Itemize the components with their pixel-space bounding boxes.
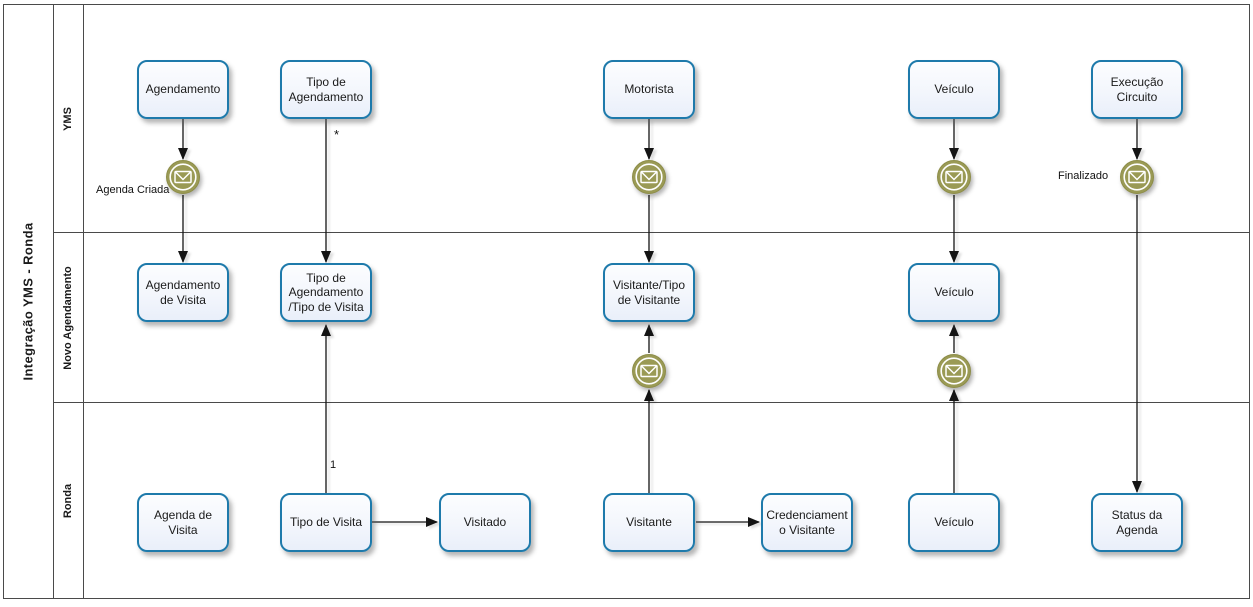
task-veiculo-novo-agendamento[interactable]: Veículo bbox=[908, 263, 1000, 322]
event-label-finalizado: Finalizado bbox=[1058, 170, 1109, 182]
lane-yms: YMS bbox=[53, 5, 1249, 233]
lane-label-cell-yms: YMS bbox=[53, 5, 84, 232]
message-event-icon-agenda-criada[interactable] bbox=[165, 159, 201, 195]
task-execucao-circuito[interactable]: Execução Circuito bbox=[1091, 60, 1183, 119]
pool-title-cell: Integração YMS - Ronda bbox=[4, 5, 54, 598]
task-veiculo-yms[interactable]: Veículo bbox=[908, 60, 1000, 119]
task-visitado[interactable]: Visitado bbox=[439, 493, 531, 552]
message-event-icon-veiculo-ronda[interactable] bbox=[936, 353, 972, 389]
multiplicity-label-one: 1 bbox=[330, 459, 337, 471]
event-label-agenda-criada: Agenda Criada bbox=[96, 184, 170, 196]
lane-label-novo-agendamento: Novo Agendamento bbox=[62, 265, 74, 370]
task-tipo-agendamento-tipo-visita[interactable]: Tipo de Agendamento /Tipo de Visita bbox=[280, 263, 372, 322]
message-event-icon-finalizado[interactable] bbox=[1119, 159, 1155, 195]
lane-label-cell-novo-agendamento: Novo Agendamento bbox=[53, 233, 84, 402]
lane-label-cell-ronda: Ronda bbox=[53, 403, 84, 598]
task-agenda-de-visita[interactable]: Agenda de Visita bbox=[137, 493, 229, 552]
pool-title: Integração YMS - Ronda bbox=[21, 222, 36, 381]
task-visitante-tipo-visitante[interactable]: Visitante/Tipo de Visitante bbox=[603, 263, 695, 322]
message-event-icon-motorista[interactable] bbox=[631, 159, 667, 195]
message-event-icon-veiculo-yms[interactable] bbox=[936, 159, 972, 195]
task-agendamento-de-visita[interactable]: Agendamento de Visita bbox=[137, 263, 229, 322]
task-tipo-de-visita[interactable]: Tipo de Visita bbox=[280, 493, 372, 552]
task-status-da-agenda[interactable]: Status da Agenda bbox=[1091, 493, 1183, 552]
task-agendamento[interactable]: Agendamento bbox=[137, 60, 229, 119]
task-motorista[interactable]: Motorista bbox=[603, 60, 695, 119]
lane-label-yms: YMS bbox=[62, 106, 74, 131]
lane-novo-agendamento: Novo Agendamento bbox=[53, 233, 1249, 403]
task-veiculo-ronda[interactable]: Veículo bbox=[908, 493, 1000, 552]
task-credenciamento-visitante[interactable]: Credenciament o Visitante bbox=[761, 493, 853, 552]
lane-ronda: Ronda bbox=[53, 403, 1249, 598]
pool-integracao-yms-ronda: Integração YMS - Ronda YMS Novo Agendame… bbox=[3, 4, 1250, 599]
lane-label-ronda: Ronda bbox=[62, 483, 75, 518]
task-tipo-de-agendamento[interactable]: Tipo de Agendamento bbox=[280, 60, 372, 119]
message-event-icon-visitante[interactable] bbox=[631, 353, 667, 389]
multiplicity-label-star: * bbox=[334, 127, 340, 142]
task-visitante[interactable]: Visitante bbox=[603, 493, 695, 552]
